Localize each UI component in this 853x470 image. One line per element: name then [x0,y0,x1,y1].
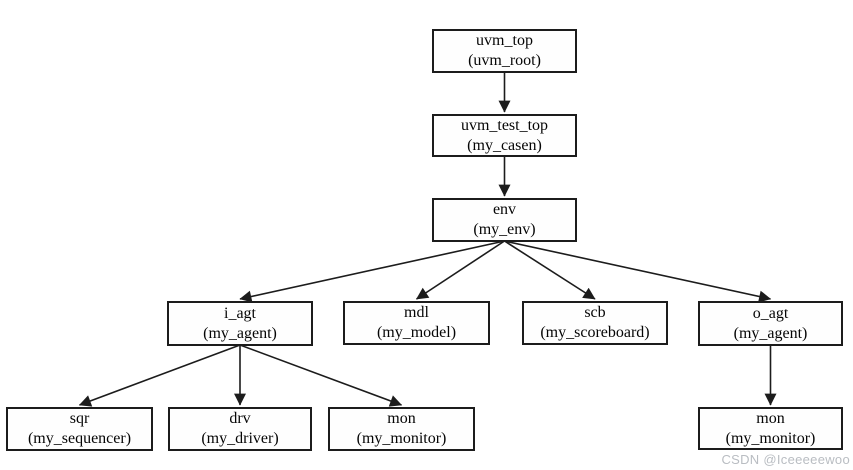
node-label: env [492,201,517,218]
node-label: o_agt [752,304,789,322]
node-class-label: (my_casen) [467,136,542,154]
node-class-label: (my_agent) [203,324,277,342]
node-class-label: (uvm_root) [468,52,541,69]
edge-env-o_agt [504,240,772,303]
node-label: drv [229,410,251,427]
node-mdl: mdl (my_model) [343,301,490,345]
node-label: mdl [404,304,429,321]
edge-env-mdl [415,240,505,300]
node-class-label: (my_monitor) [356,430,447,447]
node-label: uvm_top [476,32,533,49]
node-class-label: (my_scoreboard) [540,324,650,341]
node-uvm-test-top: uvm_test_top (my_casen) [432,114,577,157]
node-class-label: (my_model) [376,324,457,341]
node-class-label: (my_monitor) [725,429,816,447]
edge-env-i_agt [239,240,505,303]
node-label: sqr [69,410,90,427]
node-label: i_agt [224,304,256,322]
node-i-agt: i_agt (my_agent) [167,301,313,346]
watermark: CSDN @Iceeeeewoo [721,452,850,467]
node-mon-output: mon (my_monitor) [698,407,843,450]
node-label: uvm_test_top [460,116,549,134]
node-sqr: sqr (my_sequencer) [6,407,153,451]
node-class-label: (my_sequencer) [27,430,132,447]
node-uvm-top: uvm_top (uvm_root) [432,29,577,73]
node-scb: scb (my_scoreboard) [522,301,668,345]
node-class-label: (my_agent) [733,324,808,342]
edge-i_agt-sqr [78,344,241,407]
node-env: env (my_env) [432,198,577,242]
node-mon-input: mon (my_monitor) [328,407,475,451]
edge-env-scb [504,240,596,300]
node-label: mon [756,409,785,427]
node-class-label: (my_env) [473,221,536,238]
edge-i_agt-mon_i [239,344,403,407]
node-drv: drv (my_driver) [168,407,312,451]
node-label: mon [387,410,416,427]
node-label: scb [584,304,606,321]
node-o-agt: o_agt (my_agent) [698,301,843,346]
node-class-label: (my_driver) [201,430,279,447]
